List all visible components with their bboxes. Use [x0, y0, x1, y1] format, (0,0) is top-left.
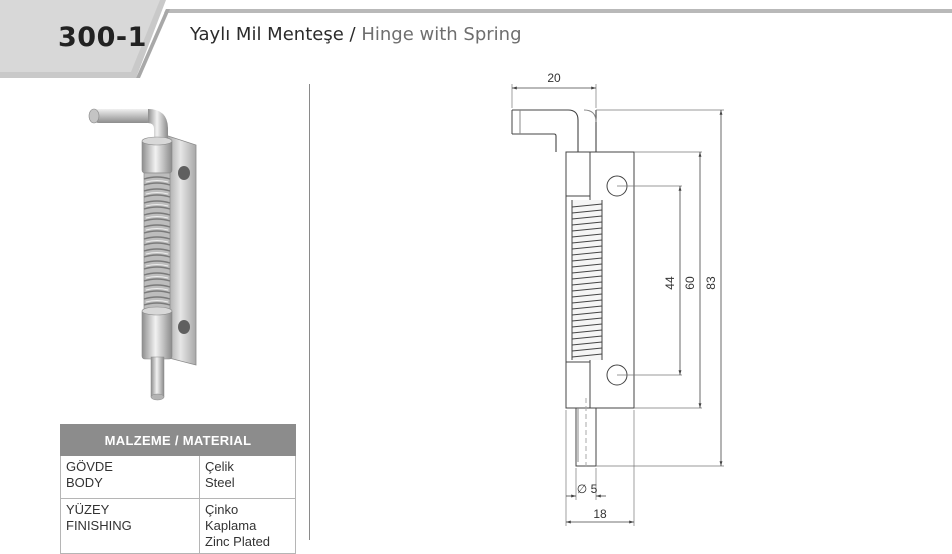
value-turkish: Çinko Kaplama: [205, 502, 257, 533]
column-divider: [309, 84, 310, 540]
table-cell-value: Çinko Kaplama Zinc Plated: [199, 498, 296, 554]
label-turkish: YÜZEY: [66, 502, 110, 517]
dim-body-width: 18: [593, 507, 607, 521]
dim-pin-width: 20: [547, 71, 561, 85]
table-row: GÖVDE BODY Çelik Steel: [60, 455, 296, 499]
value-english: Steel: [205, 475, 235, 490]
title-separator: /: [349, 24, 356, 45]
spring-coil: [571, 281, 603, 286]
spring-coil: [571, 299, 603, 304]
spring-coil: [571, 203, 603, 208]
dim-body-length: 60: [683, 276, 697, 290]
table-row: YÜZEY FINISHING Çinko Kaplama Zinc Plate…: [60, 498, 296, 554]
spring-coil: [571, 293, 603, 298]
table-cell-label: YÜZEY FINISHING: [60, 498, 200, 554]
spring-coil: [571, 341, 603, 346]
dim-total-length: 83: [704, 276, 718, 290]
spring-coil: [571, 275, 603, 280]
spring-coil: [571, 233, 603, 238]
spring-coil: [571, 215, 603, 220]
label-english: BODY: [66, 475, 103, 490]
product-photo: [88, 108, 197, 401]
spring-coil: [571, 245, 603, 250]
spring-coil: [571, 305, 603, 310]
table-cell-value: Çelik Steel: [199, 455, 296, 499]
label-english: FINISHING: [66, 518, 132, 533]
spring-coil: [571, 221, 603, 226]
spring-coil: [571, 209, 603, 214]
title-english: Hinge with Spring: [361, 24, 522, 45]
material-table-heading: MALZEME / MATERIAL: [60, 424, 296, 456]
spring-coil: [571, 335, 603, 340]
spring-coil: [571, 353, 603, 358]
spring-coil: [571, 239, 603, 244]
spring-coil: [571, 311, 603, 316]
spring-coil: [571, 263, 603, 268]
dim-pin-diameter: 5: [591, 482, 598, 496]
spring-coil: [571, 347, 603, 352]
diameter-symbol: ∅: [577, 482, 587, 496]
dim-hole-spacing: 44: [663, 276, 677, 290]
technical-drawing: 20 44 60 83 ∅ 5 18: [511, 71, 724, 526]
spring-coil: [571, 251, 603, 256]
value-turkish: Çelik: [205, 459, 234, 474]
spring-coil: [571, 287, 603, 292]
header-banner: [0, 0, 952, 78]
product-code: 300-1: [58, 22, 147, 53]
spring-coil: [571, 323, 603, 328]
material-table: MALZEME / MATERIAL GÖVDE BODY Çelik Stee…: [60, 424, 296, 554]
spring-coil: [571, 317, 603, 322]
title-turkish: Yaylı Mil Menteşe: [190, 24, 344, 45]
spring-coil: [571, 257, 603, 262]
page-title: Yaylı Mil Menteşe / Hinge with Spring: [190, 24, 522, 45]
value-english: Zinc Plated: [205, 534, 271, 549]
spring-coil: [571, 227, 603, 232]
spring-coil: [571, 329, 603, 334]
table-cell-label: GÖVDE BODY: [60, 455, 200, 499]
label-turkish: GÖVDE: [66, 459, 113, 474]
spring-coil: [571, 269, 603, 274]
